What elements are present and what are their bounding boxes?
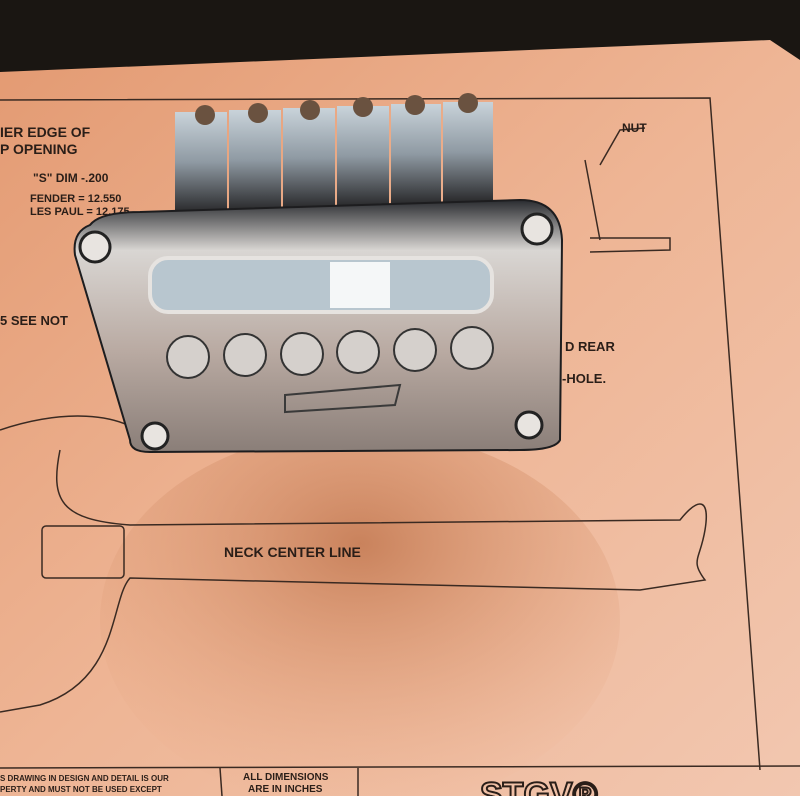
text-edge2: P OPENING	[0, 141, 78, 157]
text-fender: FENDER = 12.550	[30, 193, 121, 205]
mounting-screws	[78, 212, 554, 451]
text-see-note: 5 SEE NOT	[0, 313, 68, 328]
text-s-dim: "S" DIM -.200	[33, 171, 109, 185]
text-dims2: ARE IN INCHES	[248, 784, 323, 795]
text-les-paul: LES PAUL = 12.175	[30, 206, 130, 218]
window-glare	[330, 262, 390, 308]
brand-logo-engraving	[284, 383, 402, 414]
bridge-plate	[73, 198, 564, 454]
text-edge1: IER EDGE OF	[0, 124, 91, 140]
blueprint-lines	[0, 97, 800, 796]
bridge-saddles	[175, 93, 493, 212]
intonation-screws	[166, 326, 494, 379]
text-dims1: ALL DIMENSIONS	[243, 772, 329, 783]
text-title-note1: S DRAWING IN DESIGN AND DETAIL IS OUR	[0, 774, 169, 783]
logo-text: STGV®	[480, 776, 598, 796]
text-nut: NUT	[622, 121, 647, 135]
text-neck-center: NECK CENTER LINE	[224, 544, 361, 560]
bridge-shadow	[100, 430, 620, 796]
text-hole: -HOLE.	[562, 371, 606, 386]
text-title-note2: PERTY AND MUST NOT BE USED EXCEPT	[0, 785, 162, 794]
text-rear: D REAR	[565, 339, 615, 354]
saddle-window	[148, 256, 494, 314]
